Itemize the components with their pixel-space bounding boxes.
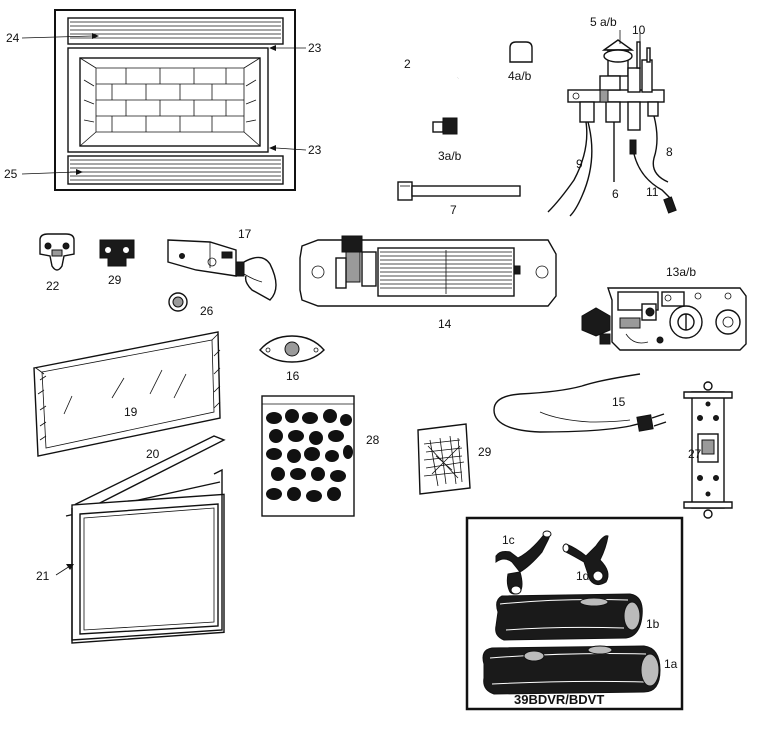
bracket-clip-part [39, 233, 75, 271]
label-26: 26 [200, 304, 214, 318]
label-13ab: 13a/b [666, 265, 696, 279]
u-tube-part [319, 28, 460, 133]
log-1d-part [562, 535, 609, 586]
sight-cover-part [259, 335, 325, 363]
wool-bag-part [417, 423, 471, 495]
label-1c: 1c [502, 533, 515, 547]
label-6: 6 [612, 187, 619, 201]
label-11: 11 [646, 185, 659, 199]
label-3ab: 3a/b [438, 149, 462, 163]
label-1a: 1a [664, 657, 678, 671]
log-1c-part [495, 530, 552, 595]
label-7: 7 [450, 203, 457, 217]
label-15: 15 [612, 395, 626, 409]
label-28: 28 [366, 433, 380, 447]
log-set-inset: 1c 1d 1b 1a 39BDVR/BDVT [465, 516, 684, 711]
pilot-assembly [547, 30, 677, 217]
label-21: 21 [36, 569, 50, 583]
mounting-plate-part [99, 239, 135, 267]
label-2: 2 [404, 57, 411, 71]
glass-frame-part [65, 435, 226, 644]
pilot-hood-part [509, 41, 533, 63]
tube-part [397, 181, 521, 201]
glass-panel-part [33, 331, 221, 457]
knob-part [168, 292, 188, 312]
label-14: 14 [438, 317, 452, 331]
label-25: 25 [4, 167, 18, 181]
blower-part [299, 235, 557, 307]
label-5ab: 5 a/b [590, 15, 617, 29]
inset-title: 39BDVR/BDVT [514, 692, 604, 707]
fireplace-front [21, 9, 307, 191]
label-29-plate: 29 [108, 273, 122, 287]
label-19: 19 [124, 405, 138, 419]
label-9: 9 [576, 157, 583, 171]
label-17: 17 [238, 227, 252, 241]
label-1b: 1b [646, 617, 660, 631]
label-23-bottom: 23 [308, 143, 322, 157]
label-20: 20 [146, 447, 160, 461]
power-cord-part [493, 373, 667, 433]
gas-valve-part [581, 287, 747, 351]
bracket-with-hand-part [167, 239, 277, 301]
label-4ab: 4a/b [508, 69, 532, 83]
label-29-bag: 29 [478, 445, 492, 459]
ember-bag-part [261, 395, 355, 517]
label-24: 24 [6, 31, 20, 45]
label-16: 16 [286, 369, 300, 383]
wall-switch-part [683, 381, 733, 519]
log-1a-part [482, 645, 661, 695]
label-1d: 1d [576, 569, 589, 583]
label-27: 27 [688, 447, 702, 461]
label-22: 22 [46, 279, 60, 293]
label-23-top: 23 [308, 41, 322, 55]
label-10: 10 [632, 23, 646, 37]
orifice-part [432, 117, 458, 135]
label-8: 8 [666, 145, 673, 159]
log-1b-part [495, 593, 643, 641]
